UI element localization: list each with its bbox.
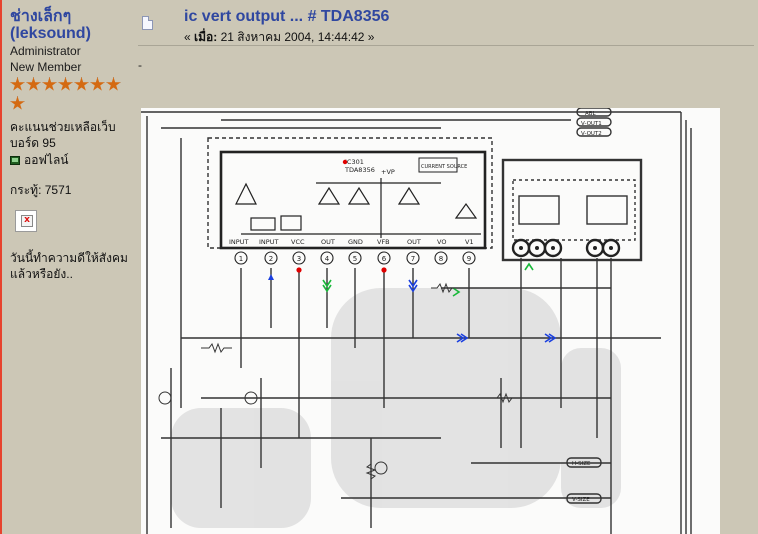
pin-label-6: VFB [377,238,390,246]
schematic-image: INPUT INPUT VCC OUT GND VFB OUT VO V1 1 … [141,108,720,534]
ic-label: IC301 [345,158,364,166]
star-icon [74,77,89,91]
connector-vout1: V-OUT1 [581,121,602,127]
star-icon [90,77,105,91]
date-label: เมื่อ: [194,30,218,44]
post-title[interactable]: ic vert output ... # TDA8356 [184,8,390,25]
pin-number-4: 4 [325,255,330,263]
broken-image-icon: x [21,215,33,227]
schematic-drawing: INPUT INPUT VCC OUT GND VFB OUT VO V1 1 … [141,108,720,534]
karma-score: คะแนนช่วยเหลือเว็บบอร์ด 95 [10,120,116,150]
pin-number-7: 7 [411,255,415,263]
star-icon [58,77,73,91]
pin-label-8: VO [437,238,446,246]
pin-number-3: 3 [297,255,301,263]
pin-number-2: 2 [269,255,273,263]
connector-hsize: H-SIZE [572,461,591,467]
date-prefix: « [184,30,195,44]
avatar: x [15,210,37,232]
pin-label-3: VCC [291,238,305,246]
vp-label: +VP [381,168,395,176]
star-icon [42,77,57,91]
connector-abl: ABL [585,111,597,117]
poster-rank: New Member [10,60,82,74]
pin-label-5: GND [348,238,363,246]
post-date: « เมื่อ: 21 สิงหาคม 2004, 14:44:42 » [184,28,374,47]
poster-name[interactable]: ช่างเล็กๆ (leksound) [10,8,134,42]
document-icon [142,16,153,30]
date-value: 21 สิงหาคม 2004, 14:44:42 » [217,30,375,44]
online-status: ออฟไลน์ [10,152,134,168]
current-source-label: CURRENT SOURCE [421,164,467,170]
poster-name-thai[interactable]: ช่างเล็กๆ [10,8,72,25]
ic-part-number: TDA8356 [344,166,375,174]
pin-label-9: V1 [465,238,474,246]
pin-label-2: INPUT [259,238,278,246]
pin-number-1: 1 [239,255,243,263]
pin-number-5: 5 [353,255,357,263]
window-edge [0,0,2,534]
star-icon [26,77,41,91]
pin-label-7: OUT [407,238,421,246]
star-icon [106,77,121,91]
pin-number-6: 6 [382,255,387,263]
connector-vout2: V-OUT2 [581,131,602,137]
post-count: กระทู้: 7571 [10,183,72,197]
post-body-text: - [138,58,142,72]
star-icon [10,77,25,91]
poster-role: Administrator [10,44,81,58]
header-divider [138,45,754,46]
pin-label-4: OUT [321,238,335,246]
connector-vsize: V-SIZE [572,497,590,503]
online-status-label: ออฟไลน์ [24,153,69,167]
pin-number-8: 8 [439,255,443,263]
poster-sidebar: ช่างเล็กๆ (leksound) Administrator New M… [10,8,134,282]
poster-name-latin[interactable]: (leksound) [10,25,91,42]
computer-icon [10,155,20,165]
signature: วันนี้ทำความดีให้สังคมแล้วหรือยัง.. [10,251,128,281]
pin-number-9: 9 [467,255,471,263]
rank-stars [10,77,134,111]
pin-label-1: INPUT [229,238,248,246]
star-icon [10,96,25,110]
